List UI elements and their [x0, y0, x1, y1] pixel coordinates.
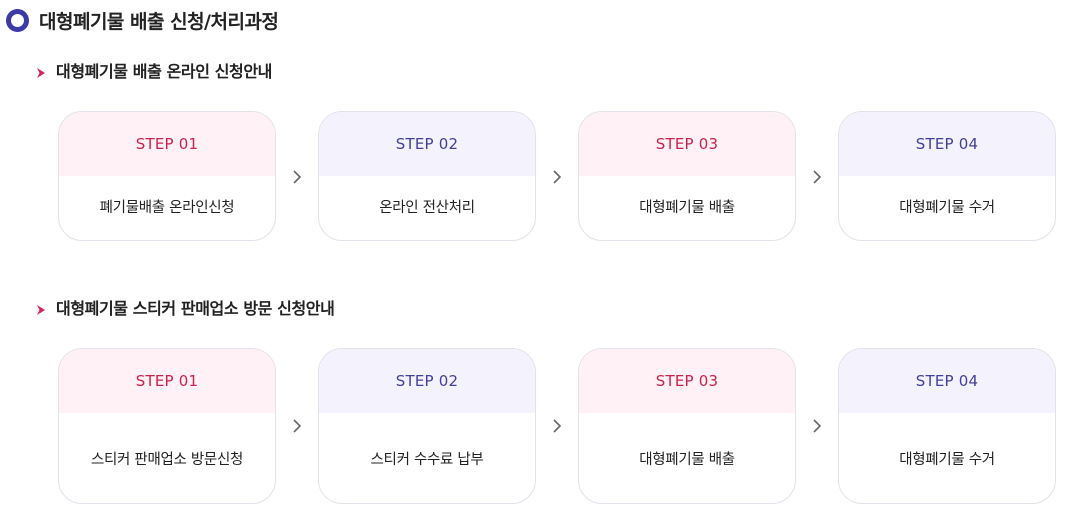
- step-label: STEP 03: [579, 349, 795, 413]
- step-flow-store: STEP 01 스티커 판매업소 방문신청 STEP 02 스티커 수수료 납부…: [58, 348, 1058, 506]
- step-label: STEP 01: [59, 112, 275, 176]
- step-text: 스티커 판매업소 방문신청: [90, 452, 244, 468]
- step-text: 온라인 전산처리: [379, 200, 475, 216]
- step-label: STEP 03: [579, 112, 795, 176]
- step-card-2: STEP 02 온라인 전산처리: [318, 111, 536, 241]
- step-card-1: STEP 01 폐기물배출 온라인신청: [58, 111, 276, 241]
- section-title-store: 대형폐기물 스티커 판매업소 방문 신청안내: [36, 295, 335, 319]
- step-label: STEP 04: [839, 349, 1055, 413]
- step-text: 대형폐기물 수거: [899, 452, 995, 468]
- chevron-right-icon: [548, 168, 566, 186]
- step-text: 폐기물배출 온라인신청: [99, 200, 235, 216]
- page-title-text: 대형폐기물 배출 신청/처리과정: [39, 10, 279, 33]
- step-card-4: STEP 04 대형폐기물 수거: [838, 111, 1056, 241]
- step-text: 스티커 수수료 납부: [370, 452, 484, 468]
- step-card-4: STEP 04 대형폐기물 수거: [838, 348, 1056, 504]
- section-title-text: 대형폐기물 배출 온라인 신청안내: [56, 62, 272, 81]
- step-card-3: STEP 03 대형폐기물 배출: [578, 111, 796, 241]
- step-flow-online: STEP 01 폐기물배출 온라인신청 STEP 02 온라인 전산처리 STE…: [58, 111, 1058, 245]
- chevron-right-icon: [808, 168, 826, 186]
- chevron-right-icon: [288, 168, 306, 186]
- chevron-right-icon: [808, 417, 826, 435]
- step-card-2: STEP 02 스티커 수수료 납부: [318, 348, 536, 504]
- ring-icon: [6, 8, 29, 32]
- step-text: 대형폐기물 배출: [639, 200, 735, 216]
- section-title-text: 대형폐기물 스티커 판매업소 방문 신청안내: [56, 299, 335, 318]
- step-card-1: STEP 01 스티커 판매업소 방문신청: [58, 348, 276, 504]
- step-text: 대형폐기물 수거: [899, 200, 995, 216]
- step-label: STEP 02: [319, 349, 535, 413]
- chevron-right-icon: [548, 417, 566, 435]
- arrow-bullet-icon: [36, 64, 46, 78]
- step-label: STEP 04: [839, 112, 1055, 176]
- step-label: STEP 02: [319, 112, 535, 176]
- arrow-bullet-icon: [36, 301, 46, 315]
- section-title-online: 대형폐기물 배출 온라인 신청안내: [36, 58, 272, 82]
- step-label: STEP 01: [59, 349, 275, 413]
- chevron-right-icon: [288, 417, 306, 435]
- step-card-3: STEP 03 대형폐기물 배출: [578, 348, 796, 504]
- page-title: 대형폐기물 배출 신청/처리과정: [6, 6, 279, 34]
- step-text: 대형폐기물 배출: [639, 452, 735, 468]
